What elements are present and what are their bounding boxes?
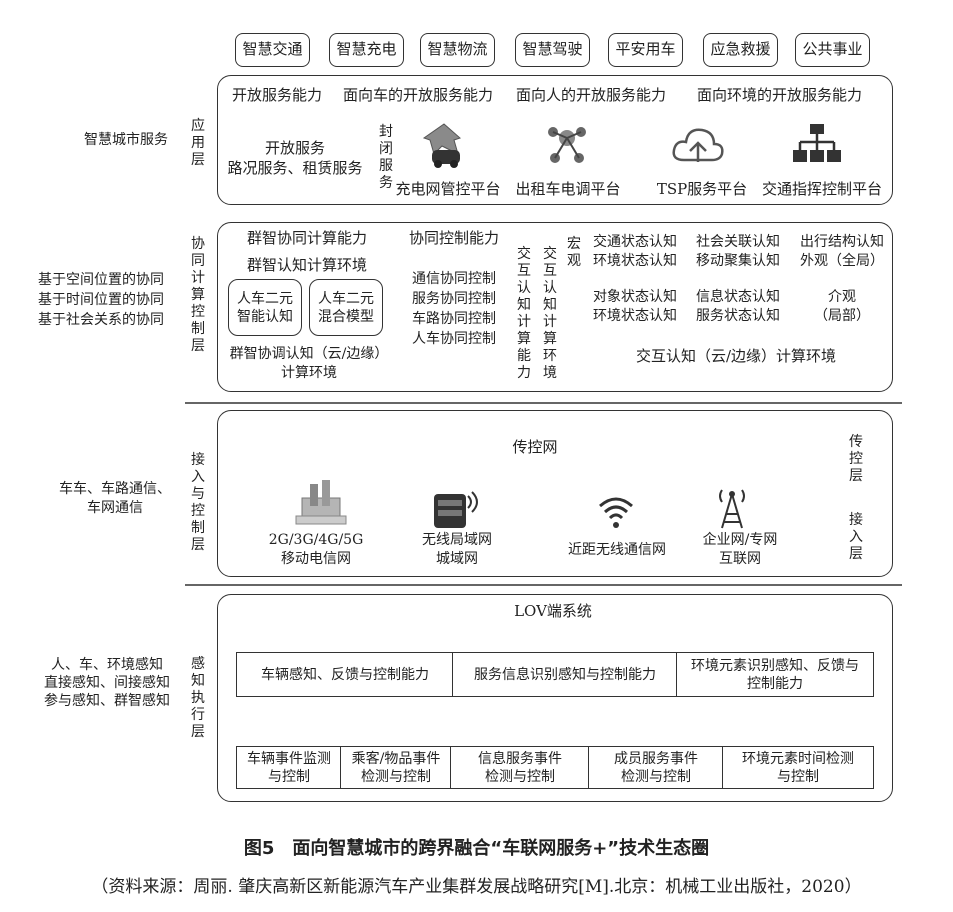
open-header-vehicle: 面向车的开放服务能力	[343, 86, 493, 104]
network-mobile-telecom: 2G/3G/4G/5G 移动电信网	[252, 531, 380, 569]
open-service-text: 开放服务 路况服务、租赁服务	[222, 138, 368, 178]
model-box-hybrid: 人车二元 混合模型	[309, 279, 383, 336]
platform-tsp: TSP服务平台	[652, 180, 752, 198]
leaf-environment-time: 环境元素时间检测 与控制	[722, 746, 874, 789]
cell-tower-building-icon	[292, 476, 350, 528]
coop-item-service: 服务协同控制	[398, 290, 510, 308]
macro-label: 宏观	[566, 236, 582, 270]
service-pill-emergency-rescue: 应急救援	[703, 33, 778, 67]
meso-object-env: 对象状态认知 环境状态认知	[586, 288, 684, 326]
mid-vehicle-perception: 车辆感知、反馈与控制能力	[236, 652, 454, 697]
platform-taxi: 出租车电调平台	[510, 180, 626, 198]
service-pill-smart-charging: 智慧充电	[329, 33, 404, 67]
sense-left-label: 人、车、环境感知 直接感知、间接感知 参与感知、群智感知	[33, 656, 181, 710]
app-layer-name: 应用层	[190, 118, 206, 169]
open-header-environment: 面向环境的开放服务能力	[697, 86, 862, 104]
wlan-router-icon	[428, 486, 482, 528]
interact-ability-vertical: 交互认知计算能力	[516, 246, 532, 382]
compute-layer-name: 协同计算控制层	[190, 236, 206, 355]
coop-item-human-vehicle: 人车协同控制	[398, 330, 510, 348]
swarm-cognition-env: 群智认知计算环境	[222, 256, 392, 274]
model-box-cognition: 人车二元 智能认知	[228, 279, 302, 336]
figure-caption: 图5 面向智慧城市的跨界融合“车联网服务+”技术生态圈	[0, 834, 953, 860]
lov-root: LOV端系统	[498, 602, 608, 620]
network-wlan-metro: 无线局域网 城域网	[402, 531, 512, 569]
macro-travel-global: 出行结构认知 外观（全局）	[792, 233, 892, 271]
access-left-label: 车车、车路通信、 车网通信	[45, 480, 185, 518]
sense-layer-name: 感知执行层	[190, 656, 206, 741]
service-pill-smart-traffic: 智慧交通	[235, 33, 310, 67]
app-left-label: 智慧城市服务	[84, 131, 168, 149]
antenna-tower-icon	[712, 484, 752, 530]
coop-item-communication: 通信协同控制	[398, 270, 510, 288]
compute-left-label-space: 基于空间位置的协同	[38, 271, 164, 289]
transmission-control-label: 传控层	[848, 434, 864, 485]
mid-environment: 环境元素识别感知、反馈与 控制能力	[676, 652, 874, 697]
interact-env-vertical: 交互认知计算环境	[542, 246, 558, 382]
leaf-member-service-event: 成员服务事件 检测与控制	[588, 746, 724, 789]
leaf-vehicle-event: 车辆事件监测 与控制	[236, 746, 342, 789]
network-short-range: 近距无线通信网	[555, 541, 679, 560]
swarm-compute-ability: 群智协同计算能力	[222, 229, 392, 247]
platform-traffic-command: 交通指挥控制平台	[756, 180, 888, 198]
network-enterprise-internet: 企业网/专网 互联网	[682, 531, 798, 569]
leaf-passenger-event: 乘客/物品事件 检测与控制	[340, 746, 452, 789]
meso-local: 介观 （局部）	[792, 288, 892, 326]
platform-charging: 充电网管控平台	[392, 180, 504, 198]
meso-info-service: 信息状态认知 服务状态认知	[688, 288, 788, 326]
service-pill-smart-logistics: 智慧物流	[420, 33, 495, 67]
service-pill-safe-vehicle: 平安用车	[608, 33, 683, 67]
org-chart-icon	[792, 122, 842, 168]
service-pill-public-utility: 公共事业	[795, 33, 870, 67]
interact-bottom-env: 交互认知（云/边缘）计算环境	[586, 347, 886, 365]
access-label: 接入层	[848, 512, 864, 563]
coop-control-ability: 协同控制能力	[398, 229, 510, 247]
macro-traffic-env: 交通状态认知 环境状态认知	[586, 233, 684, 271]
wifi-icon	[596, 494, 636, 532]
charging-network-icon	[420, 120, 468, 170]
open-header-people: 面向人的开放服务能力	[516, 86, 666, 104]
service-pill-smart-driving: 智慧驾驶	[515, 33, 590, 67]
ellipse-label: 传控网	[485, 438, 585, 456]
open-header-general: 开放服务能力	[232, 86, 322, 104]
coop-item-vehicle-road: 车路协同控制	[398, 310, 510, 328]
macro-social-mobility: 社会关联认知 移动聚集认知	[688, 233, 788, 271]
leaf-info-service-event: 信息服务事件 检测与控制	[450, 746, 590, 789]
taxi-dispatch-icon	[545, 120, 589, 170]
compute-left-label-social: 基于社会关系的协同	[38, 311, 164, 329]
cloud-upload-icon	[670, 122, 726, 168]
mid-service-info: 服务信息识别感知与控制能力	[452, 652, 678, 697]
access-layer-name: 接入与控制层	[190, 452, 206, 554]
compute-left-label-time: 基于时间位置的协同	[38, 291, 164, 309]
swarm-bottom-env: 群智协调认知（云/边缘） 计算环境	[222, 345, 396, 383]
figure-source: （资料来源：周丽. 肇庆高新区新能源汽车产业集群发展战略研究[M].北京：机械工…	[0, 872, 953, 897]
